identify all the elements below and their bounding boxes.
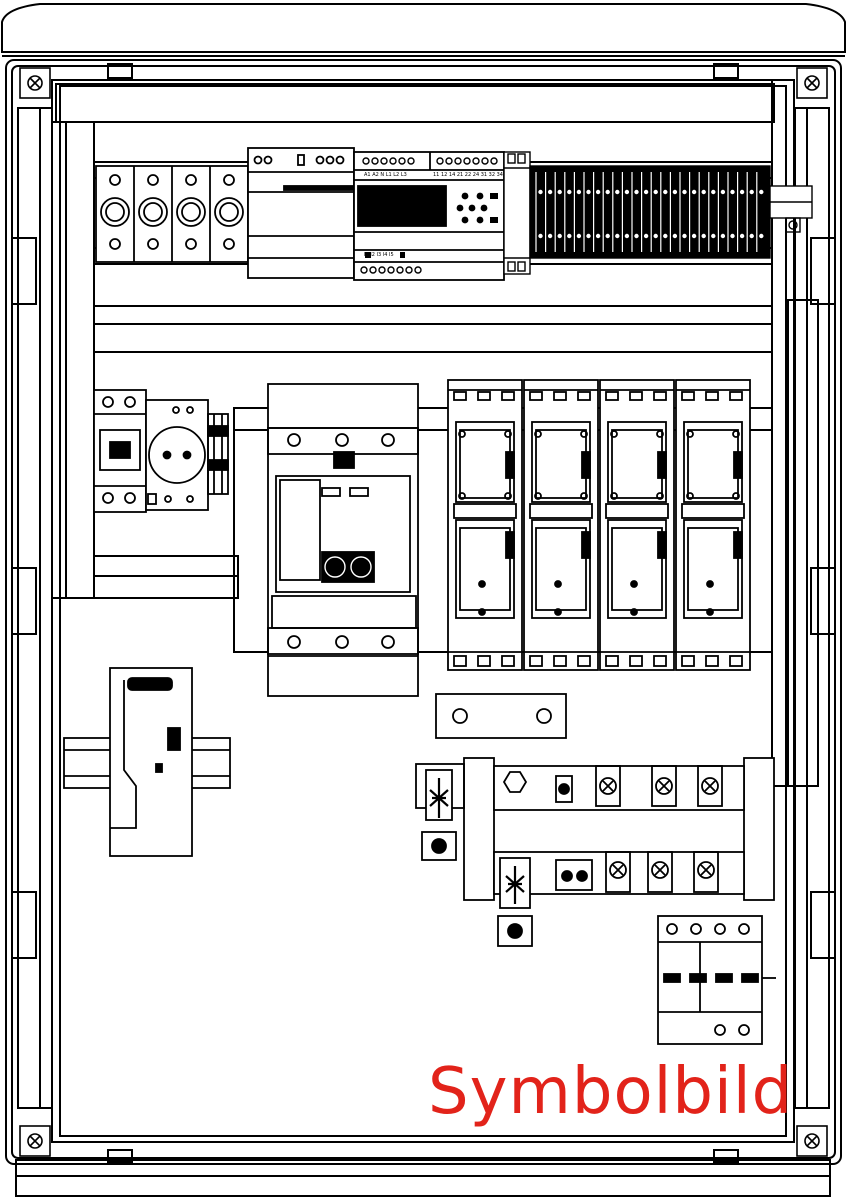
corner-screw-icon <box>19 67 828 1157</box>
contactor-group <box>447 379 751 671</box>
plc-keypad <box>456 192 498 224</box>
terminal-strip <box>503 151 813 275</box>
breaker-and-socket <box>93 389 229 513</box>
breaker-icon <box>99 429 141 471</box>
power-supply <box>63 667 231 857</box>
fuse-icon <box>100 174 244 250</box>
surge-protector-icon <box>657 915 776 1045</box>
busbar-icon <box>415 757 775 947</box>
plc-bottom-terminal-labels: I1 I2 I3 I4 I5 <box>364 252 394 258</box>
enclosure <box>1 3 846 1197</box>
relay-module <box>247 147 355 279</box>
plc-display <box>357 185 447 227</box>
contactor-icon <box>523 379 599 671</box>
plc-controller <box>353 151 505 281</box>
busbar-bracket <box>435 693 567 739</box>
plc-top-terminal-labels: A1 A2 N L1 L2 L3 <box>364 172 407 178</box>
symbolbild-watermark: Symbolbild <box>428 1055 794 1129</box>
contactor-icon <box>447 379 523 671</box>
main-breaker <box>267 383 419 697</box>
contactor-icon <box>675 379 751 671</box>
fuse-block <box>95 165 249 263</box>
contactor-icon <box>599 379 675 671</box>
plc-top-right-terminal-labels: 11 12 14 21 22 24 31 32 34 <box>433 172 503 178</box>
